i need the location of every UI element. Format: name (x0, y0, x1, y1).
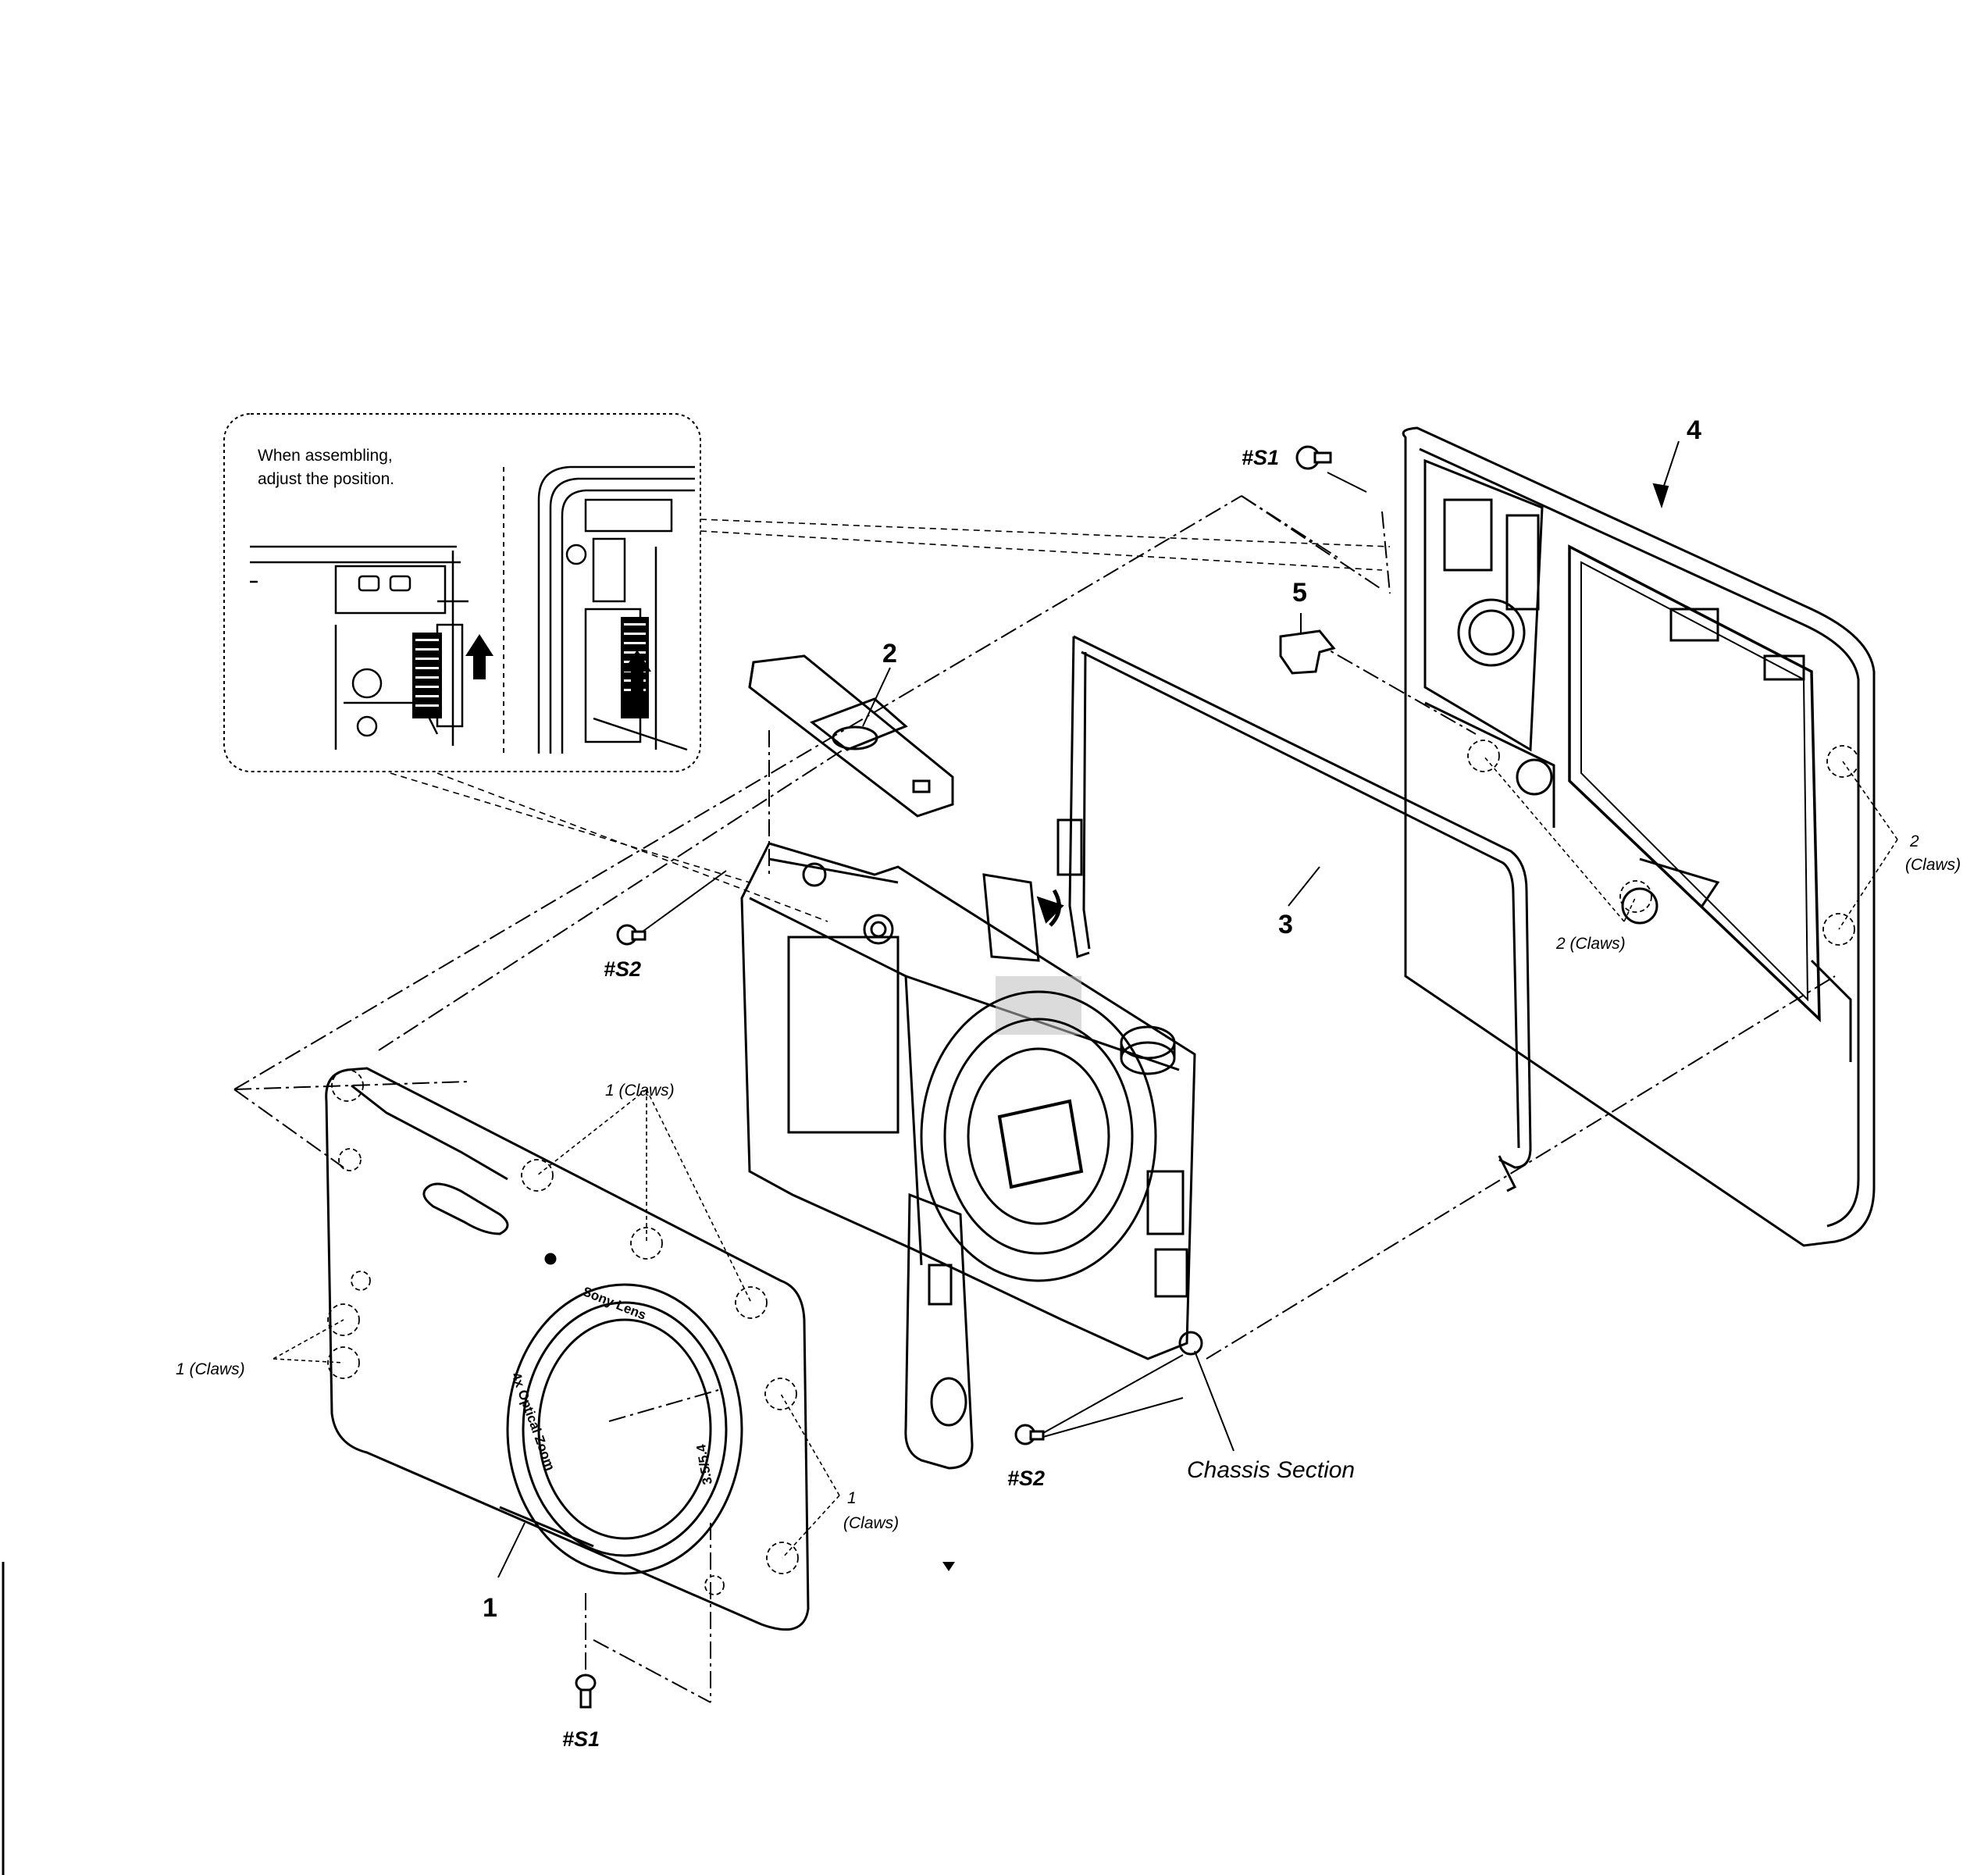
part-label-1: 1 (483, 1593, 497, 1623)
side-frame (1056, 635, 1532, 1192)
claw-label-front-right-num: 1 (847, 1489, 857, 1507)
claw-label-front-left: 1 (Claws) (176, 1360, 245, 1378)
chassis-lens (920, 990, 1157, 1282)
chassis-section-label: Chassis Section (1187, 1457, 1355, 1483)
part-label-3: 3 (1278, 910, 1293, 939)
inset-note-line2: adjust the position. (258, 470, 394, 488)
claw-label-rear-right-word: (Claws) (1905, 856, 1961, 874)
screw-label-s1-top: #S1 (1242, 446, 1279, 469)
lens-zoom-text: 4x Optical Zoom (508, 1371, 558, 1473)
front-cabinet (325, 1067, 810, 1631)
inset-note-line1: When assembling, (258, 447, 393, 465)
claw-leaders (273, 755, 1898, 1559)
small-triangle-marker (942, 1562, 955, 1571)
rear-cabinet (1402, 426, 1876, 1247)
rear-claw-circles (1467, 740, 1859, 946)
claw-label-front-top: 1 (Claws) (605, 1082, 675, 1100)
inset-detail: When assembling, adjust the position. (223, 413, 701, 772)
part-label-2: 2 (882, 639, 897, 668)
small-bracket (1279, 629, 1336, 675)
claw-label-rear-right-num: 2 (1909, 832, 1919, 850)
screw-s1-bottom (575, 1674, 597, 1709)
screw-s1-top (1295, 445, 1332, 470)
part-leaders (497, 440, 1680, 1578)
front-claw-circles (327, 1069, 799, 1595)
part-label-4: 4 (1687, 415, 1701, 445)
screw-label-s2-left: #S2 (604, 957, 641, 981)
inset-leader-lines (390, 519, 1391, 922)
part-label-5: 5 (1292, 578, 1307, 608)
screw-label-s1-bottom: #S1 (562, 1727, 600, 1751)
claw-label-front-right-word: (Claws) (843, 1514, 899, 1532)
screw-s2-left (616, 924, 647, 946)
screw-s2-bottom (1014, 1354, 1184, 1445)
lens-spec-text: 3.5/5.4 (693, 1443, 715, 1486)
screw-label-s2-bottom: #S2 (1007, 1467, 1045, 1490)
claw-label-rear-bottom: 2 (Claws) (1555, 935, 1626, 953)
chassis-section (740, 842, 1203, 1470)
top-bracket (748, 654, 954, 818)
